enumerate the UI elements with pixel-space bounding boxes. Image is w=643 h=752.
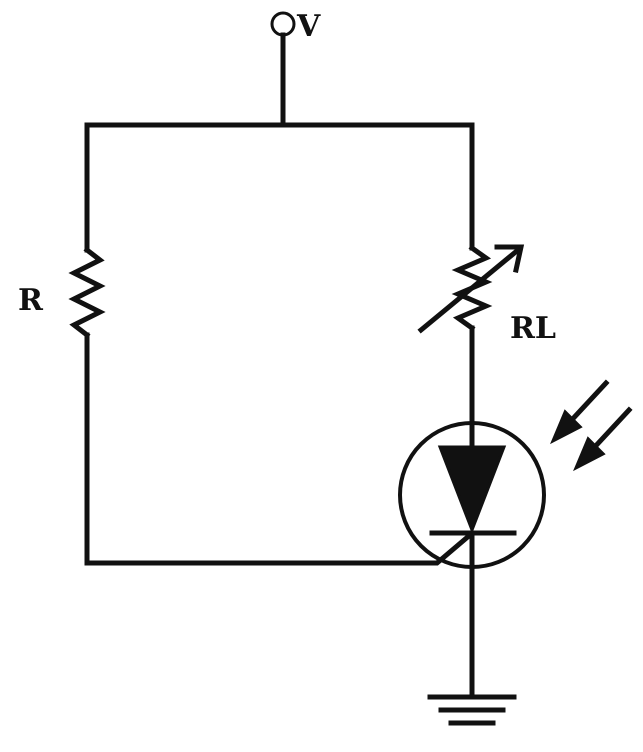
load-resistor-label: RL: [510, 311, 556, 346]
resistor-r-symbol: [68, 246, 106, 339]
right-branch: RL: [417, 122, 556, 448]
ground-icon: [427, 694, 517, 726]
variable-arrow: [417, 246, 522, 334]
light-arrows-icon: [550, 379, 633, 472]
bottom-wire: [84, 531, 474, 566]
resistor-label: R: [18, 283, 44, 318]
left-branch: R: [18, 122, 106, 566]
photodiode-symbol: [398, 421, 546, 698]
supply-label: V: [296, 9, 321, 44]
supply-terminal: V: [270, 9, 321, 128]
